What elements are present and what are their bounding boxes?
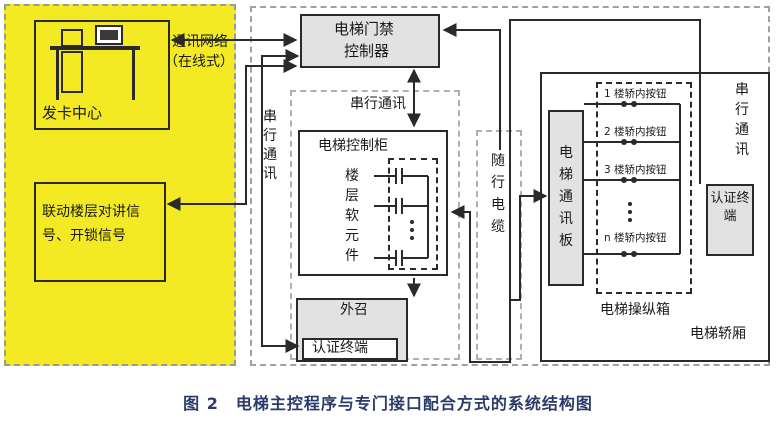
outcall-label: 外召: [340, 302, 368, 318]
access-controller-label-2: 控制器: [344, 42, 390, 60]
comm-board-box: [548, 110, 584, 286]
relay-group: [388, 158, 438, 270]
access-controller-label-1: 电梯门禁: [334, 20, 395, 38]
car-label: 电梯轿厢: [690, 326, 746, 342]
linkage-signal-label: 联动楼层对讲信号、开锁信号: [42, 204, 140, 244]
serial-right-label: 串行通讯: [735, 82, 749, 158]
floor-relay-label: 楼层软元件: [345, 168, 359, 264]
auth-terminal-right-box: [706, 184, 754, 256]
serial-top-label: 串行通讯: [350, 96, 406, 112]
control-cabinet-box: [298, 130, 448, 276]
wiring: [166, 19, 701, 363]
figure-caption: 图 2 电梯主控程序与专门接口配合方式的系统结构图: [183, 394, 593, 413]
operation-box-label: 电梯操纵箱: [600, 302, 670, 318]
elevator-car-box: [540, 72, 770, 362]
comm-board-label: 电梯通讯板: [559, 145, 573, 249]
auth-terminal-bottom-box: [302, 338, 398, 360]
button-3-label: 3 楼轿内按钮: [604, 164, 667, 176]
button-2-label: 2 楼轿内按钮: [604, 126, 667, 138]
access-controller-box: [300, 14, 440, 68]
control-cabinet-label: 电梯控制柜: [318, 138, 388, 154]
trailing-cable-label: 随行电缆: [491, 153, 505, 235]
auth-terminal-right-label: 认证终端: [710, 191, 750, 224]
linkage-signal-box: [34, 182, 166, 282]
button-1-label: 1 楼轿内按钮: [604, 88, 667, 100]
operation-box: [596, 82, 692, 294]
auth-terminal-bottom-label: 认证终端: [312, 340, 368, 356]
button-n-label: n 楼轿内按钮: [604, 232, 667, 244]
card-center-label: 发卡中心: [42, 104, 103, 122]
computer-icon: [50, 25, 140, 100]
